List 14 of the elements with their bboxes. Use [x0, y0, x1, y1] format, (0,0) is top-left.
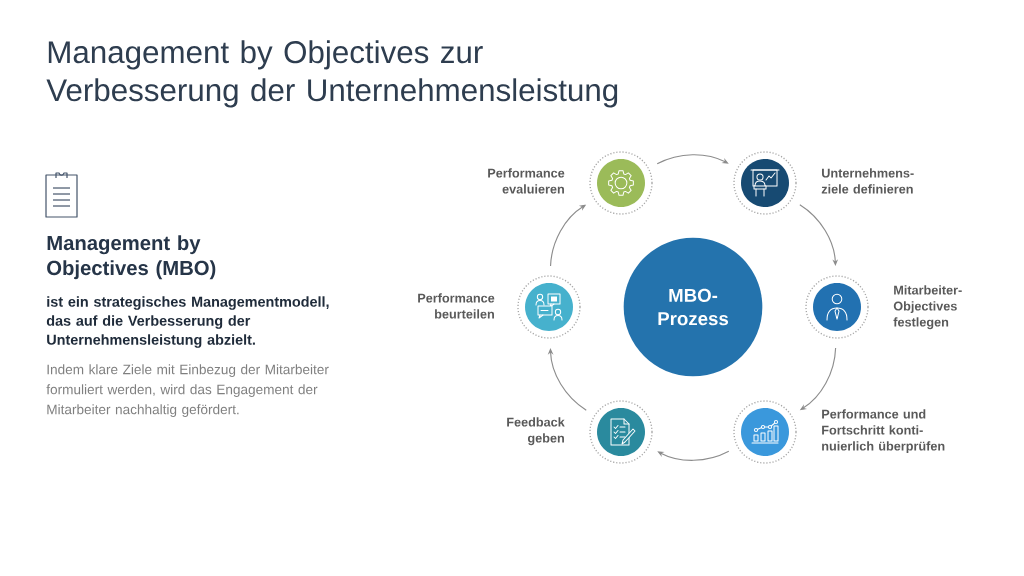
arrow — [656, 154, 729, 165]
lead-text: ist ein strategisches Managementmodell, das auf die Verbesserung der Unternehmensleistung abzielt. — [46, 296, 329, 348]
step-label: Performance und Fortschritt konti- nuierlich überprüfen — [822, 409, 945, 454]
step-label: Performance evaluieren — [488, 168, 565, 194]
step-label: Mitarbeiter- Objectives festlegen — [893, 285, 962, 330]
arrow — [799, 204, 839, 266]
arrow — [547, 348, 587, 411]
heading: Management by Objectives (MBO) — [47, 235, 216, 280]
title: Management by Objectives zur Verbesserung der Unternehmensleistung — [46, 40, 618, 108]
arrow — [657, 450, 730, 461]
step-label: Unternehmens- ziele definieren — [821, 168, 914, 194]
step-label: Feedback geben — [507, 417, 565, 446]
step-label: Performance beurteilen — [418, 293, 495, 319]
body-text: Indem klare Ziele mit Einbezug der Mitarbeiter formuliert werden, wird das Engagement der Mitarbeiter nachhaltig gefördert. — [46, 364, 329, 417]
